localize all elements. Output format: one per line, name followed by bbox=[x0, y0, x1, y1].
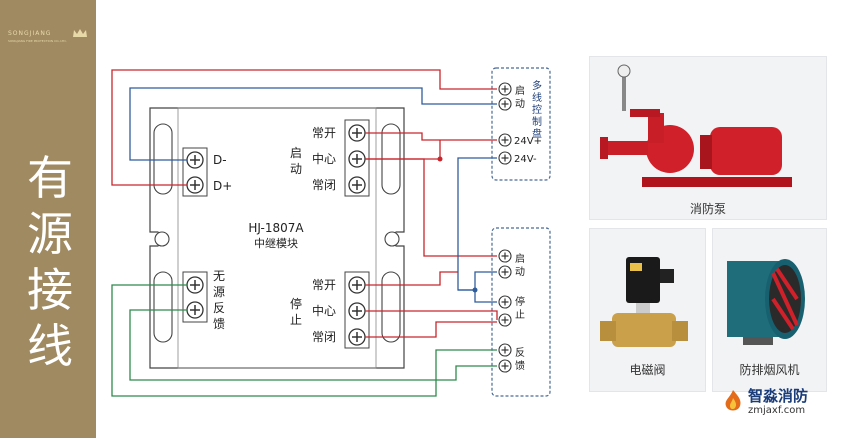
svg-text:反: 反 bbox=[213, 301, 225, 315]
svg-text:止: 止 bbox=[515, 309, 525, 321]
svg-text:停: 停 bbox=[290, 296, 302, 311]
panel-terminal bbox=[498, 265, 512, 279]
svg-text:盘: 盘 bbox=[532, 127, 542, 140]
terminal-screw bbox=[348, 328, 366, 346]
terminal-label-d-plus: D+ bbox=[213, 179, 232, 193]
terminal-screw bbox=[348, 150, 366, 168]
panel-terminal bbox=[498, 359, 512, 373]
title-char: 线 bbox=[27, 319, 73, 373]
svg-text:中心: 中心 bbox=[312, 151, 336, 166]
svg-text:启: 启 bbox=[515, 252, 525, 265]
svg-text:停: 停 bbox=[515, 295, 525, 308]
panel-terminal bbox=[498, 313, 512, 327]
svg-text:常闭: 常闭 bbox=[312, 330, 336, 344]
bus-panel-box bbox=[491, 227, 551, 397]
smoke-fan-image bbox=[727, 259, 805, 345]
panel-terminal bbox=[498, 295, 512, 309]
terminal-screw bbox=[186, 176, 204, 194]
caption-fan: 防排烟风机 bbox=[739, 363, 800, 377]
svg-text:控: 控 bbox=[532, 103, 542, 116]
panel-terminal bbox=[498, 249, 512, 263]
multiline-panel-title: 多 线 控 制 盘 bbox=[532, 79, 542, 140]
svg-text:24V+: 24V+ bbox=[514, 136, 542, 147]
terminal-screw bbox=[348, 124, 366, 142]
caption-pump: 消防泵 bbox=[689, 202, 726, 216]
svg-text:制: 制 bbox=[532, 115, 542, 128]
svg-text:止: 止 bbox=[290, 313, 302, 327]
svg-text:动: 动 bbox=[515, 266, 525, 278]
wires bbox=[111, 69, 498, 397]
svg-text:馈: 馈 bbox=[515, 359, 525, 372]
title-char: 接 bbox=[27, 263, 73, 317]
svg-text:无: 无 bbox=[213, 269, 225, 283]
svg-text:常开: 常开 bbox=[312, 126, 336, 140]
svg-text:馈: 馈 bbox=[213, 317, 225, 331]
solenoid-valve-image bbox=[600, 257, 688, 347]
svg-text:反: 反 bbox=[515, 347, 525, 359]
crown-icon bbox=[73, 29, 87, 37]
relay-module bbox=[149, 107, 405, 369]
svg-text:动: 动 bbox=[290, 162, 302, 176]
panel-terminal bbox=[498, 82, 512, 96]
terminal-screw bbox=[186, 276, 204, 294]
svg-text:线: 线 bbox=[532, 91, 542, 104]
terminal-label-d-minus: D- bbox=[213, 153, 227, 167]
sidebar: SONGJIANG SONGJIANG FIRE PROTECTION CO.,… bbox=[0, 0, 96, 438]
svg-text:源: 源 bbox=[213, 285, 225, 299]
passive-feedback-label: 无 源 反 馈 bbox=[213, 269, 225, 331]
fire-pump-image bbox=[600, 64, 792, 187]
module-name: 中继模块 bbox=[254, 237, 298, 250]
terminal-screw bbox=[186, 301, 204, 319]
device-card-pump: 消防泵 bbox=[589, 56, 827, 220]
watermark-brand: 智淼消防 bbox=[748, 387, 809, 405]
svg-text:多: 多 bbox=[532, 79, 542, 92]
brand-logo-subtext: SONGJIANG FIRE PROTECTION CO.,LTD. bbox=[8, 39, 67, 43]
title-char: 源 bbox=[27, 207, 73, 261]
panel-terminal bbox=[498, 151, 512, 165]
svg-text:启: 启 bbox=[515, 84, 525, 97]
device-card-valve: 电磁阀 bbox=[589, 228, 706, 392]
title-char: 有 bbox=[27, 151, 73, 205]
watermark: 智淼消防 zmjaxf.com bbox=[720, 384, 840, 430]
svg-text:24V-: 24V- bbox=[514, 154, 537, 165]
terminal-screw bbox=[348, 276, 366, 294]
vertical-title: 有 源 接 线 bbox=[22, 150, 78, 374]
svg-text:中心: 中心 bbox=[312, 303, 336, 318]
panel-terminal bbox=[498, 97, 512, 111]
brand-logo-text: SONGJIANG bbox=[8, 30, 52, 37]
svg-text:动: 动 bbox=[515, 98, 525, 110]
panel-top-labels: 启 动 24V+ 24V- bbox=[514, 84, 542, 165]
svg-text:常开: 常开 bbox=[312, 278, 336, 292]
terminal-screw bbox=[186, 151, 204, 169]
multiline-panel-box bbox=[491, 67, 551, 181]
wiring-diagram: HJ-1807A 中继模块 D- D+ 无 源 反 馈 常开 中心 常闭 启 动… bbox=[111, 67, 551, 397]
flame-logo-icon bbox=[725, 390, 741, 411]
stop-terminal-labels: 常开 中心 常闭 停 止 bbox=[290, 278, 336, 344]
watermark-url: zmjaxf.com bbox=[748, 405, 806, 416]
svg-text:启: 启 bbox=[290, 146, 302, 160]
panel-terminal bbox=[498, 343, 512, 357]
svg-text:常闭: 常闭 bbox=[312, 178, 336, 192]
caption-valve: 电磁阀 bbox=[629, 363, 666, 377]
panel-terminal bbox=[498, 133, 512, 147]
start-terminal-labels: 常开 中心 常闭 启 动 bbox=[290, 126, 336, 192]
terminal-screw bbox=[348, 302, 366, 320]
module-model: HJ-1807A bbox=[248, 221, 304, 235]
device-card-fan: 防排烟风机 bbox=[712, 228, 827, 392]
panel-bottom-labels: 启 动 停 止 反 馈 bbox=[515, 252, 525, 372]
terminal-screw bbox=[348, 176, 366, 194]
